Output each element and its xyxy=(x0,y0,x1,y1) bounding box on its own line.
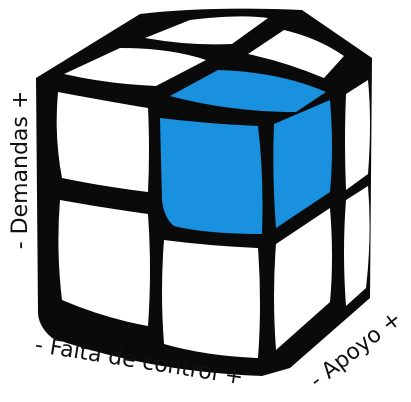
top-sticker-back-right xyxy=(248,30,344,78)
demandas-axis-label: - Demandas + xyxy=(8,91,33,250)
side-sticker-top-right xyxy=(345,80,370,190)
highlighted-cube-side xyxy=(273,100,332,228)
top-sticker-front-left xyxy=(64,48,206,86)
highlighted-cube-top xyxy=(170,70,326,112)
front-sticker-top-left xyxy=(56,92,149,192)
top-sticker-back-left xyxy=(145,16,268,45)
side-sticker-bottom-right xyxy=(344,186,370,306)
highlighted-cube-front xyxy=(160,118,263,234)
front-sticker-bottom-right xyxy=(162,240,260,358)
front-sticker-bottom-left xyxy=(58,200,150,326)
side-sticker-bottom-left xyxy=(274,208,332,350)
